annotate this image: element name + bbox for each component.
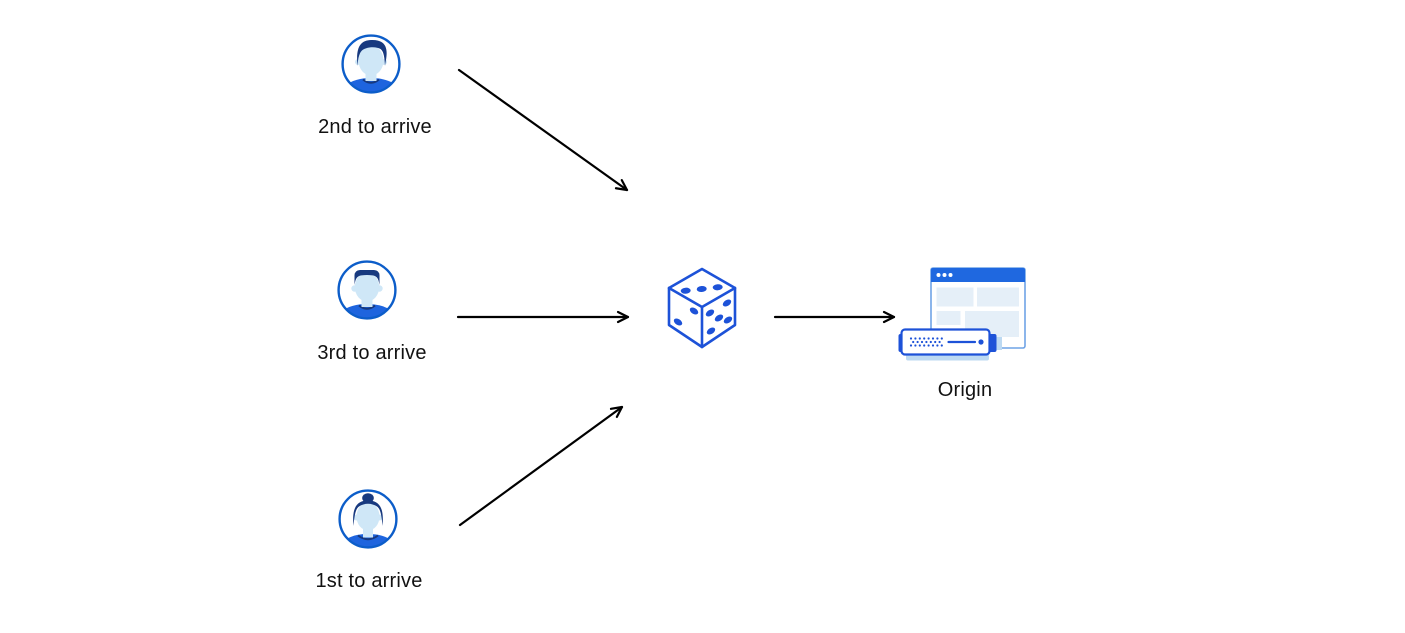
label-origin: Origin [937,379,993,401]
server-vents-icon [909,337,943,347]
node-user-1st [338,489,398,549]
node-randomizer [666,266,738,352]
dice-icon [667,267,737,349]
female-avatar-icon [338,489,398,549]
arrow-user2nd-to-dice [457,68,629,192]
window-dots-icon [936,273,953,277]
label-user-2nd: 2nd to arrive [318,116,432,138]
node-user-2nd [341,34,401,94]
male-short-hair-avatar-icon [337,260,397,320]
node-origin [897,266,1029,368]
label-user-1st: 1st to arrive [315,570,423,592]
arrow-user1st-to-dice [458,405,624,527]
node-user-3rd [337,260,397,320]
label-user-3rd: 3rd to arrive [317,342,427,364]
male-avatar-icon [341,34,401,94]
server-led-icon [978,339,984,345]
origin-server-icon [898,267,1026,361]
